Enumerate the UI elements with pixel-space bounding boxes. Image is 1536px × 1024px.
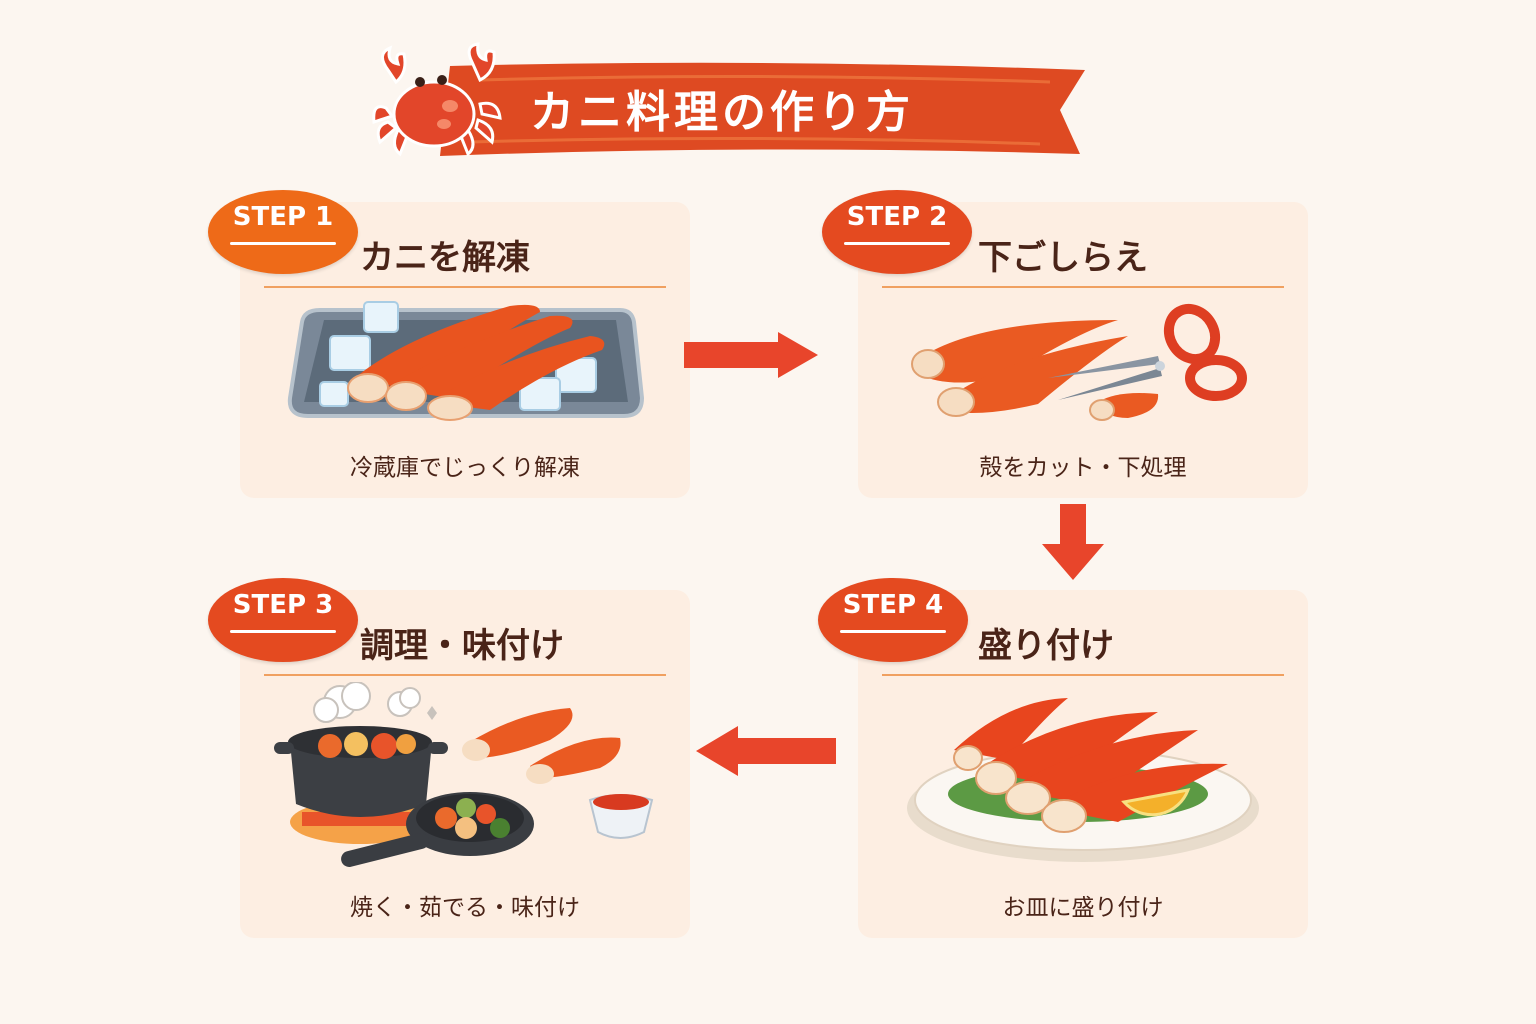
- crab-legs-on-plate-illustration: [898, 690, 1268, 870]
- crab-legs-and-scissors-illustration: [898, 298, 1268, 426]
- step-3-title: 調理・味付け: [360, 626, 564, 666]
- crab-legs-on-ice-tray-illustration: [280, 298, 650, 426]
- step-4-badge-label: STEP 4: [842, 590, 944, 620]
- divider: [264, 286, 666, 288]
- step-2-badge-label: STEP 2: [846, 202, 948, 232]
- step-4-caption: お皿に盛り付け: [1002, 895, 1164, 921]
- page-title: カニ料理の作り方: [530, 87, 914, 138]
- step-1-title: カニを解凍: [360, 238, 530, 278]
- arrow-down-icon: [1038, 502, 1108, 582]
- step-3-badge: STEP 3: [208, 578, 358, 662]
- step-4-card: 盛り付け お皿に盛り付け: [858, 590, 1308, 938]
- arrow-left-icon: [694, 724, 840, 778]
- step-4-title: 盛り付け: [978, 626, 1114, 666]
- badge-underline: [230, 242, 336, 245]
- badge-underline: [840, 630, 946, 633]
- crab-icon: [368, 42, 508, 162]
- arrow-right-icon: [682, 330, 822, 380]
- badge-underline: [230, 630, 336, 633]
- step-1-badge-label: STEP 1: [232, 202, 334, 232]
- step-1-badge: STEP 1: [208, 190, 358, 274]
- badge-underline: [844, 242, 950, 245]
- divider: [264, 674, 666, 676]
- step-2-title: 下ごしらえ: [978, 238, 1148, 278]
- step-3-badge-label: STEP 3: [232, 590, 334, 620]
- title-banner: カニ料理の作り方: [440, 58, 1090, 156]
- step-1-card: カニを解凍 冷蔵庫でじっくり解凍: [240, 202, 690, 498]
- step-2-caption: 殻をカット・下処理: [979, 455, 1187, 481]
- ribbon-shape: [440, 62, 1085, 156]
- divider: [882, 286, 1284, 288]
- step-2-badge: STEP 2: [822, 190, 972, 274]
- divider: [882, 674, 1284, 676]
- pot-pan-and-sauce-illustration: [260, 681, 670, 872]
- step-4-badge: STEP 4: [818, 578, 968, 662]
- step-1-caption: 冷蔵庫でじっくり解凍: [350, 455, 580, 481]
- step-3-caption: 焼く・茹でる・味付け: [350, 895, 580, 921]
